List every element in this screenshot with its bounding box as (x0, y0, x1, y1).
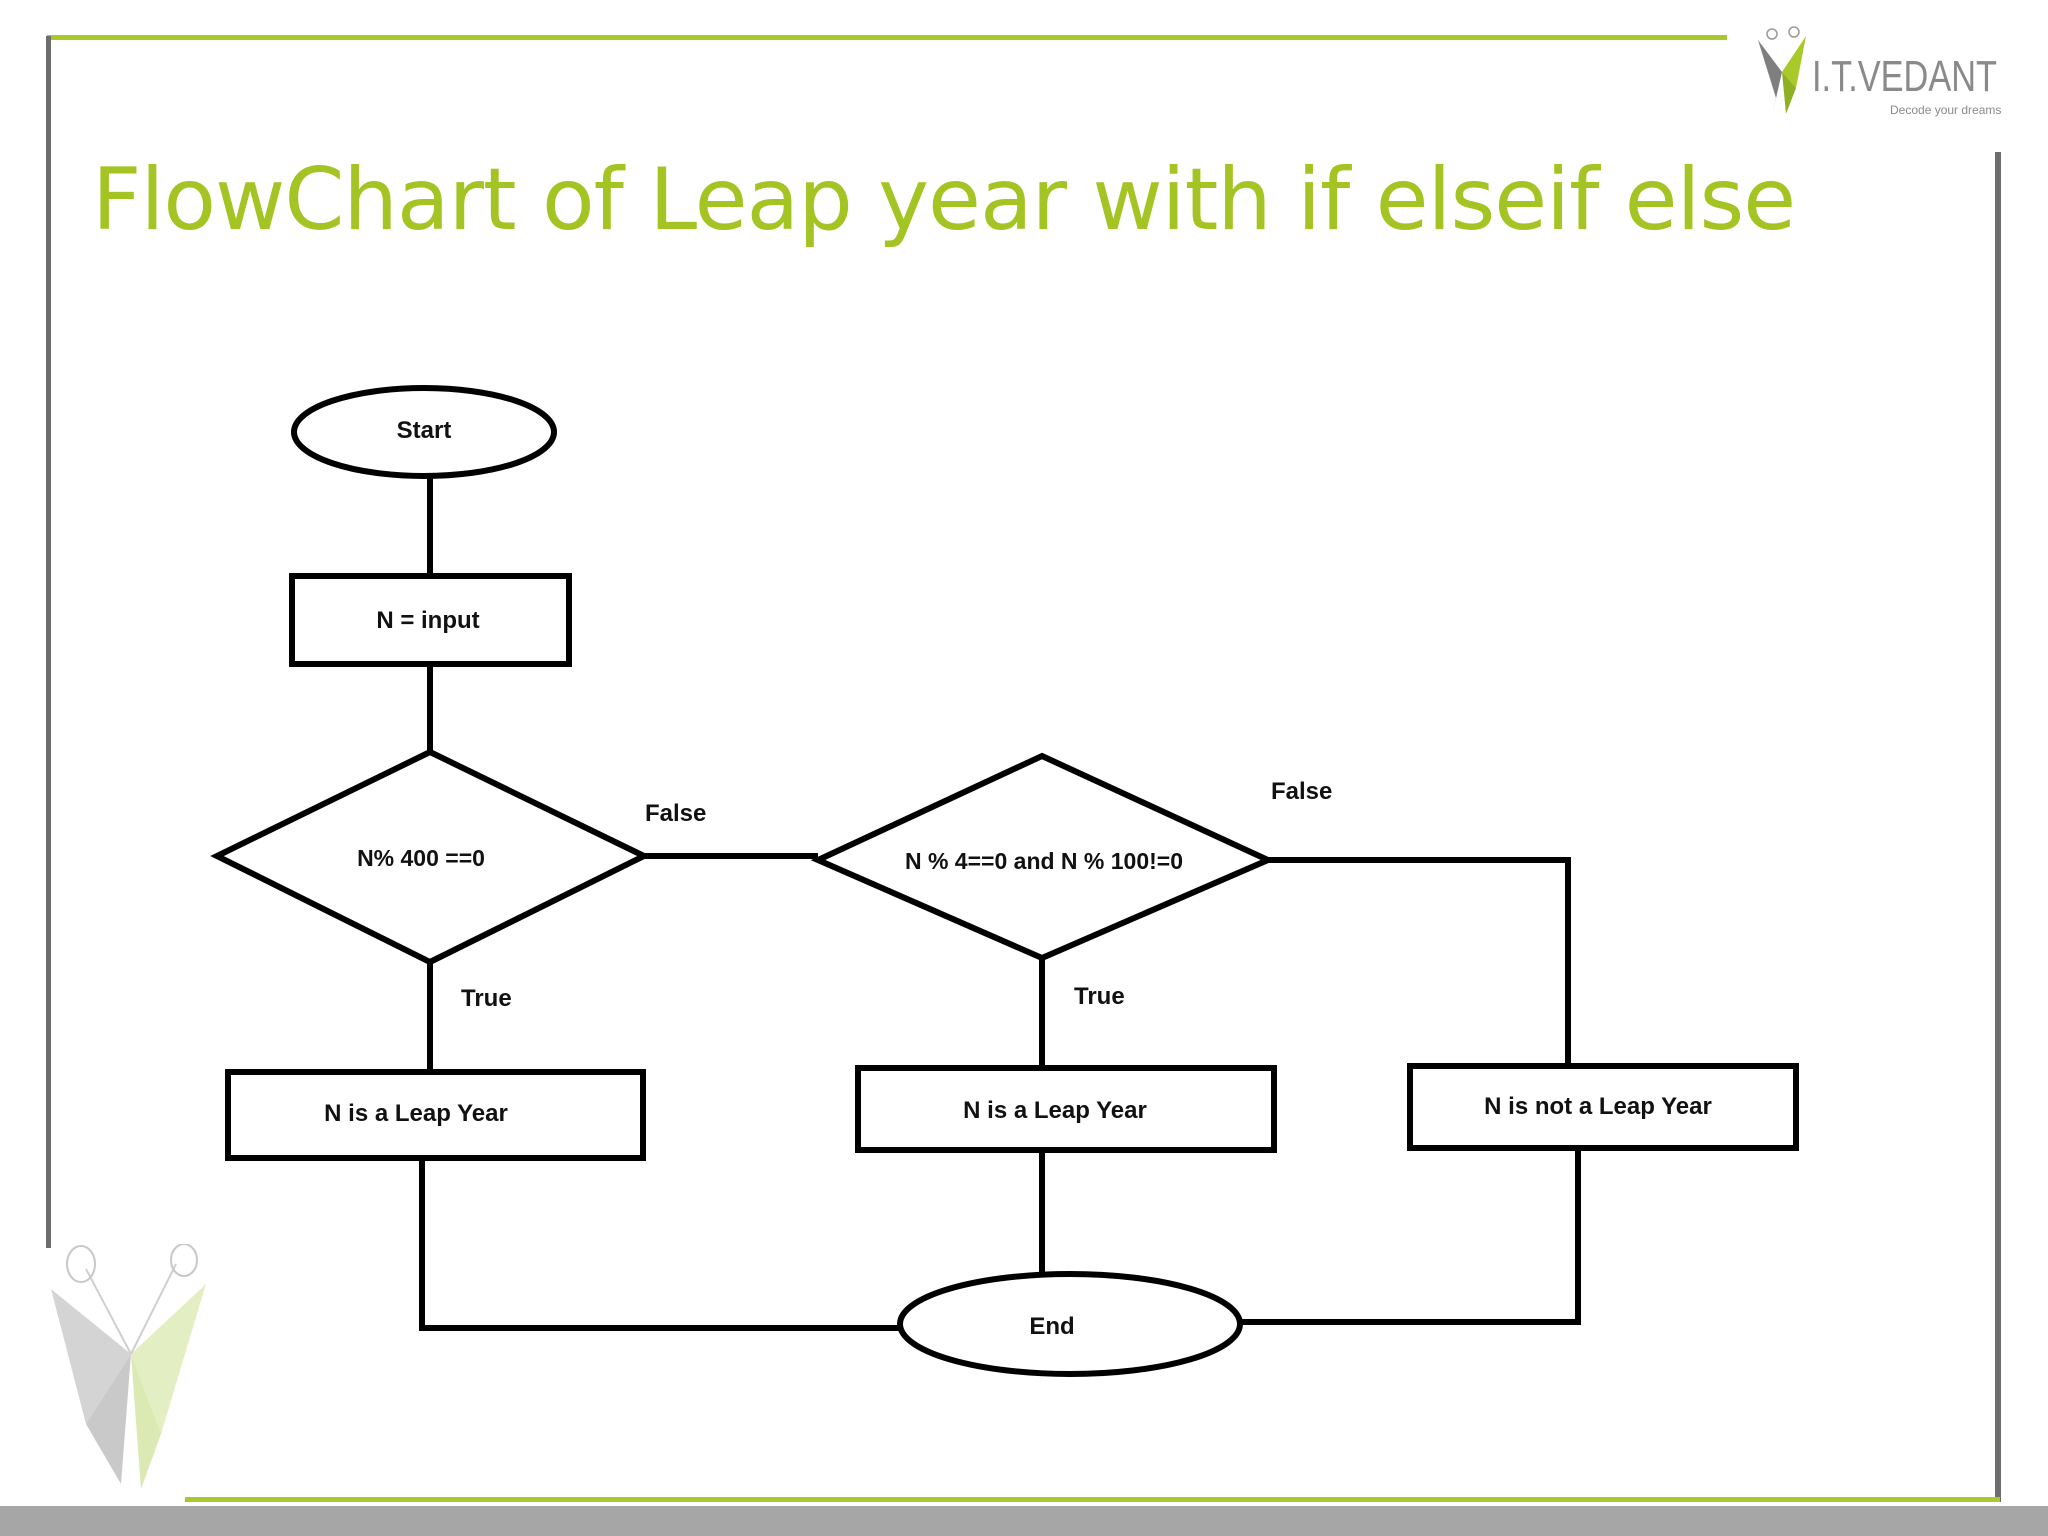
leap2-label: N is a Leap Year (963, 1097, 1147, 1124)
decision1-label: N% 400 ==0 (357, 845, 485, 871)
footer-bar (0, 1506, 2048, 1536)
butterfly-logo-icon (1758, 26, 1806, 116)
logo-brand-text: I.T.VEDANT (1812, 52, 1997, 101)
right-frame-line (1995, 152, 2001, 1502)
decision1-diamond (210, 748, 651, 966)
not-leap-label: N is not a Leap Year (1484, 1093, 1712, 1120)
edge-true-label-2: True (1074, 983, 1125, 1010)
leap1-process-box (225, 1069, 646, 1161)
connector-leap1-end (419, 1158, 900, 1331)
butterfly-watermark-icon (51, 1244, 206, 1489)
edge-true-label-1: True (461, 985, 512, 1012)
decision2-diamond (810, 752, 1276, 962)
start-terminal (291, 385, 557, 479)
end-terminal (897, 1271, 1243, 1377)
input-process-box (289, 573, 572, 667)
bottom-accent-line (185, 1497, 2000, 1502)
edge-false-label-2: False (1271, 778, 1332, 805)
connector-decision2-false (1268, 857, 1571, 1066)
company-logo: I.T.VEDANT Decode your dreams (1752, 26, 2012, 121)
connector-notleap-end (1240, 1148, 1581, 1325)
leap1-label: N is a Leap Year (324, 1100, 508, 1127)
decision2-label: N % 4==0 and N % 100!=0 (905, 848, 1183, 874)
slide-title: FlowChart of Leap year with if elseif el… (92, 150, 1796, 250)
left-frame-line (46, 36, 51, 1248)
not-leap-process-box (1407, 1063, 1799, 1151)
input-label: N = input (376, 607, 479, 634)
end-label: End (1029, 1313, 1074, 1340)
leap2-process-box (855, 1065, 1277, 1153)
start-label: Start (397, 417, 452, 444)
top-accent-line (47, 35, 1727, 40)
logo-tagline: Decode your dreams (1890, 103, 2002, 117)
edge-false-label-1: False (645, 800, 706, 827)
